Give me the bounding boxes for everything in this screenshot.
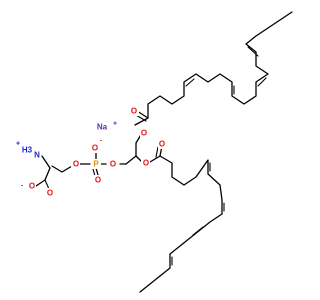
glycerol-backbone	[125, 132, 143, 165]
lower-acyl-chain	[139, 145, 225, 293]
carboxylate-oxygen-label-2: O	[47, 189, 53, 198]
phosphoserine-headgroup	[35, 152, 127, 190]
phosphate-charge-minus: -	[100, 138, 103, 145]
carbonyl-oxygen-label-upper: O	[131, 107, 137, 116]
structure-diagram: O O O O O P O - O O Na + + H3 N O - O	[16, 11, 293, 293]
sodium-label: Na	[97, 123, 108, 132]
upper-acyl-chain	[134, 11, 293, 126]
ester-oxygen-label-lower: O	[143, 159, 149, 168]
ester-oxygen-label-upper: O	[141, 129, 147, 138]
carbonyl-oxygen-label-lower: O	[159, 140, 165, 149]
nitrogen-label: N	[34, 151, 40, 160]
sodium-charge-plus: +	[113, 121, 117, 128]
phosphate-oxygen-label-2: O	[92, 144, 98, 153]
phosphate-oxygen-label-1: O	[110, 160, 116, 169]
carboxylate-oxygen-label-1: O	[29, 182, 35, 191]
atom-labels: O O O O O P O - O O Na + + H3 N O - O	[16, 106, 167, 198]
phosphorus-label: P	[93, 160, 99, 169]
ammonium-charge-plus: +	[16, 141, 20, 148]
ammonium-h3-label: H3	[22, 146, 33, 155]
phosphate-oxygen-label-4: O	[73, 160, 79, 169]
carboxylate-charge-minus: -	[21, 183, 24, 190]
phosphate-oxygen-label-3: O	[95, 176, 101, 185]
